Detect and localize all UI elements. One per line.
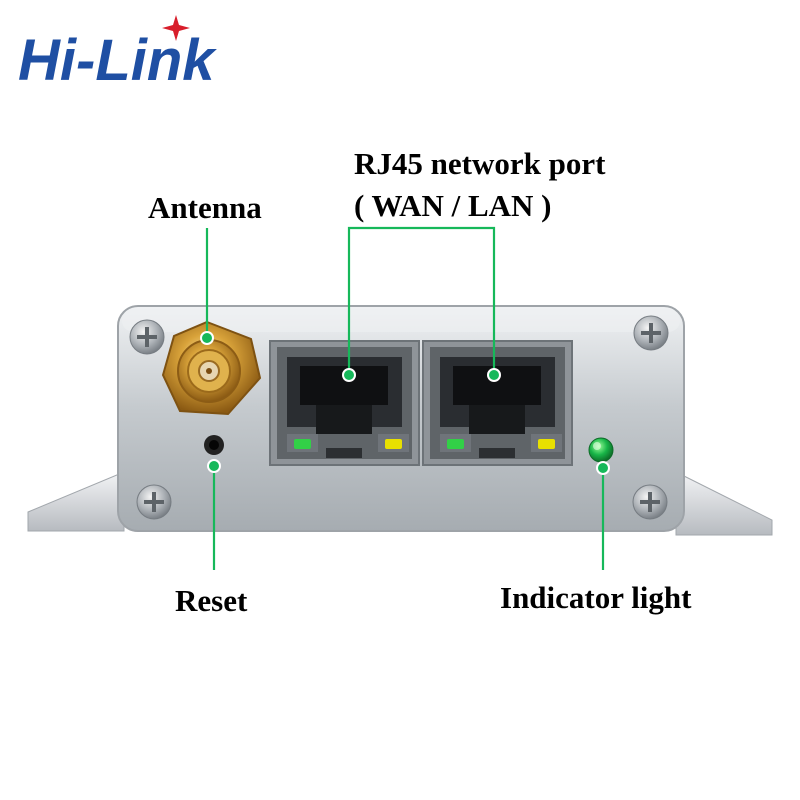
left-mounting-flange bbox=[27, 471, 125, 532]
screw-icon bbox=[632, 484, 668, 520]
rj45-callout-dot bbox=[487, 368, 501, 382]
antenna-label: Antenna bbox=[148, 190, 262, 225]
screw-icon bbox=[136, 484, 172, 520]
rj45-callout-line bbox=[347, 226, 496, 375]
rj45-callout-dot bbox=[342, 368, 356, 382]
right-mounting-flange bbox=[675, 471, 773, 536]
rj45-label-line-1: RJ45 network port bbox=[354, 146, 606, 181]
reset-label: Reset bbox=[175, 583, 248, 618]
indicator-led bbox=[588, 437, 614, 463]
logo-star-icon bbox=[162, 15, 190, 41]
indicator-label: Indicator light bbox=[500, 580, 692, 615]
rj45-port-wan bbox=[269, 340, 420, 466]
logo-wordmark: Hi-Link bbox=[18, 28, 217, 93]
antenna-connector bbox=[161, 320, 262, 416]
rj45-port-lan bbox=[422, 340, 573, 466]
antenna-callout-dot bbox=[200, 331, 214, 345]
indicator-callout-dot bbox=[596, 461, 610, 475]
hi-link-logo: Hi-Link bbox=[18, 15, 217, 93]
reset-callout-dot bbox=[207, 459, 221, 473]
screw-icon bbox=[633, 315, 669, 351]
callout-lines bbox=[205, 226, 605, 570]
rj45-label-line-2: ( WAN / LAN ) bbox=[354, 188, 552, 223]
screw-icon bbox=[129, 319, 165, 355]
